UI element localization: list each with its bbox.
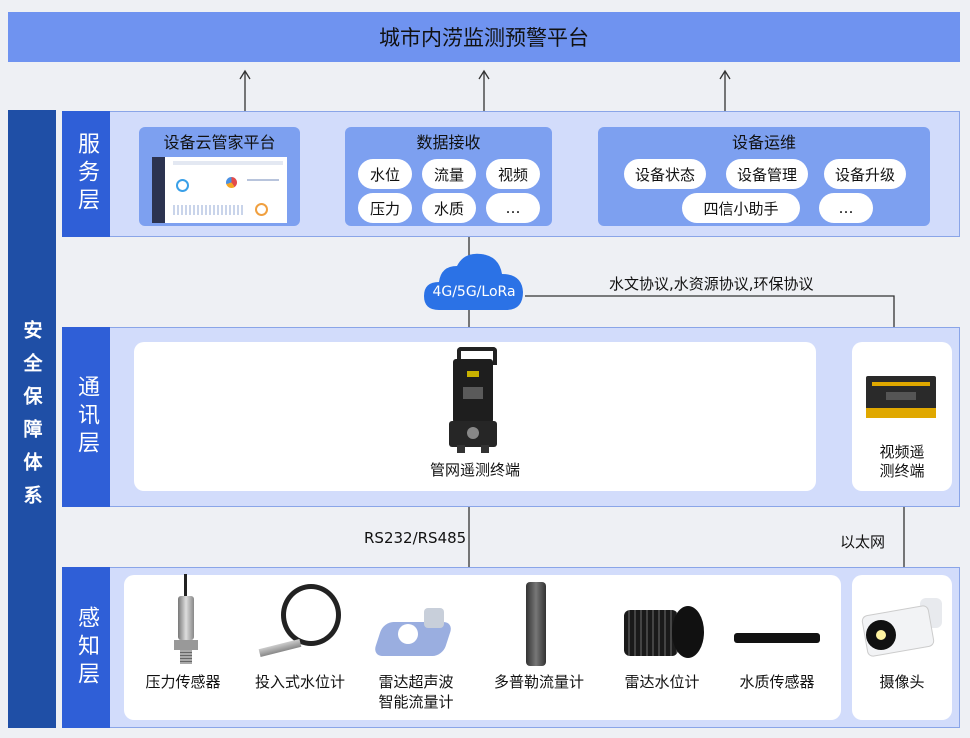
rs-link-label: RS232/RS485 xyxy=(364,529,467,547)
data-item-pressure: 压力 xyxy=(358,193,412,223)
ethernet-link-label: 以太网 xyxy=(840,533,886,551)
protocols-label: 水文协议,水资源协议,环保协议 xyxy=(609,275,814,293)
submersible-level-image xyxy=(255,584,341,668)
cloud-platform-panel: 设备云管家平台 xyxy=(139,127,300,226)
data-item-water-level: 水位 xyxy=(358,159,412,189)
data-item-more: … xyxy=(486,193,540,223)
network-label: 4G/5G/LoRa xyxy=(432,284,516,300)
cloud-icon xyxy=(424,253,523,310)
radar-level-image xyxy=(624,604,706,660)
device-ops-title: 设备运维 xyxy=(731,133,796,152)
video-terminal-label-2: 测终端 xyxy=(879,462,925,480)
ops-item-management: 设备管理 xyxy=(726,159,808,189)
sensor-label-radar-level: 雷达水位计 xyxy=(624,673,700,691)
data-item-video: 视频 xyxy=(486,159,540,189)
sensor-label-submersible: 投入式水位计 xyxy=(254,673,345,691)
device-ops-panel: 设备运维 设备状态 设备管理 设备升级 四信小助手 … xyxy=(598,127,930,226)
pressure-sensor-image xyxy=(172,574,202,668)
camera-image xyxy=(860,598,944,662)
video-terminal-device xyxy=(866,376,936,418)
data-receive-title: 数据接收 xyxy=(416,133,481,152)
data-item-water-quality: 水质 xyxy=(422,193,476,223)
ops-item-assistant: 四信小助手 xyxy=(682,193,800,223)
sensor-label-doppler: 多普勒流量计 xyxy=(493,673,584,691)
sensor-label-pressure: 压力传感器 xyxy=(145,673,221,691)
comm-layer-label: 通讯层 xyxy=(62,327,110,507)
ops-item-upgrade: 设备升级 xyxy=(824,159,906,189)
data-item-flow: 流量 xyxy=(422,159,476,189)
platform-title: 城市内涝监测预警平台 xyxy=(8,12,960,62)
doppler-flowmeter-image xyxy=(526,582,546,666)
security-system-bar: 安全保障体系 xyxy=(8,110,56,728)
radar-flowmeter-image xyxy=(372,604,464,660)
cloud-platform-title: 设备云管家平台 xyxy=(163,133,276,152)
ops-item-status: 设备状态 xyxy=(624,159,706,189)
service-layer-label: 服务层 xyxy=(62,111,110,237)
water-quality-sensor-image xyxy=(734,633,820,643)
telemetry-terminal-label: 管网遥测终端 xyxy=(429,461,520,479)
camera-label: 摄像头 xyxy=(879,673,925,691)
sensors-box xyxy=(124,575,841,720)
dashboard-thumbnail xyxy=(152,157,287,223)
sense-layer-label: 感知层 xyxy=(62,567,110,728)
sensor-label-radar-ultrasonic: 雷达超声波 智能流量计 xyxy=(378,673,454,711)
telemetry-terminal-device xyxy=(449,347,497,455)
video-terminal-label-1: 视频遥 xyxy=(879,443,925,461)
ops-item-more: … xyxy=(819,193,873,223)
data-receive-panel: 数据接收 水位 流量 视频 压力 水质 … xyxy=(345,127,552,226)
sensor-label-water-quality: 水质传感器 xyxy=(739,673,815,691)
